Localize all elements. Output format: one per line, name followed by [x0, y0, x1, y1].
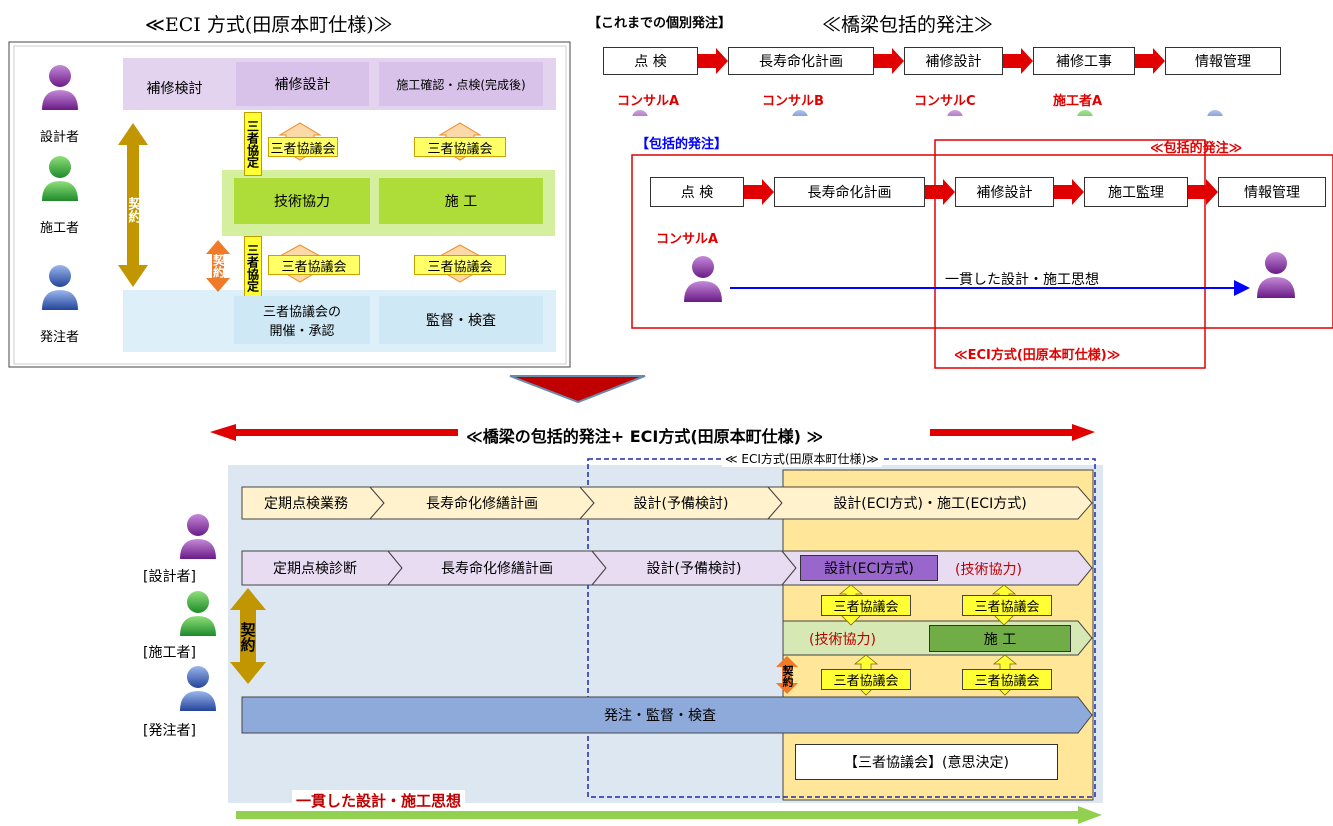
b-role-designer: [設計者] [143, 569, 196, 585]
b-row1-2: 設計(予備検討) [633, 496, 729, 512]
tl-row1-1: 補修設計 [236, 62, 369, 106]
b-banner: ≪橋梁の包括的発注+ ECI方式(田原本町仕様) ≫ [466, 427, 824, 446]
tr-title: ≪橋梁包括的発注≫ [822, 14, 994, 36]
tr-new-actor: コンサルA [656, 232, 719, 247]
tr-actor-3: 施工者A [1053, 94, 1103, 109]
tl-row1-2: 施工確認・点検(完成後) [379, 62, 543, 106]
tr-prev-2: 補修設計 [904, 47, 1003, 75]
client-icon-b [180, 666, 216, 711]
tr-label-new-right: ≪包括的発注≫ [1150, 141, 1243, 156]
b-row2-0: 定期点検診断 [273, 561, 357, 577]
b-tech-red-2: (技術協力) [809, 632, 876, 648]
tr-eci-label: ≪ECI方式(田原本町仕様)≫ [954, 348, 1121, 363]
consult-icon-left [684, 256, 722, 302]
tl-kyotei-1: 三者協定 [244, 112, 262, 176]
tr-consistent: 一貫した設計・施工思想 [945, 272, 1099, 288]
b-contract: 契約 [238, 622, 257, 652]
tl-kantoku: 監督・検査 [379, 296, 543, 344]
tl-role-contractor: 施工者 [40, 221, 80, 236]
tl-kyogikai-2: 三者協議会 [414, 137, 506, 157]
tl-kyotei-2: 三者協定 [244, 236, 262, 300]
b-row2-2: 設計(予備検討) [646, 561, 742, 577]
tr-prev-3: 補修工事 [1033, 47, 1135, 75]
b-row1-1: 長寿命化修繕計画 [426, 496, 538, 512]
tr-prev-1: 長寿命化計画 [728, 47, 874, 75]
tr-new-2: 補修設計 [955, 177, 1054, 207]
client-icon-tl [42, 265, 78, 310]
b-sekou: 施 工 [929, 625, 1071, 652]
tl-contract: 契約 [125, 197, 141, 223]
b-role-contractor: [施工者] [143, 645, 196, 661]
b-order: 発注・監督・検査 [604, 708, 716, 724]
tl-kyogikai-4: 三者協議会 [414, 255, 506, 275]
tl-kyogikai-1: 三者協議会 [268, 137, 338, 157]
tr-actor-2: コンサルC [914, 94, 976, 109]
contract-arrow [118, 123, 148, 287]
b-consistent: 一貫した設計・施工思想 [292, 790, 466, 811]
tl-role-designer: 設計者 [40, 130, 80, 145]
tl-sekou: 施 工 [379, 178, 543, 224]
b-eci-dashed: ≪ ECI方式(田原本町仕様)≫ [722, 450, 882, 467]
b-kyogikai-1: 三者協議会 [821, 595, 911, 616]
b-kyogikai-4: 三者協議会 [962, 669, 1052, 690]
contractor-icon-tl [42, 156, 78, 201]
designer-icon-tl [42, 65, 78, 110]
b-tech-red: (技術協力) [955, 562, 1022, 578]
tr-actor-1: コンサルB [762, 94, 824, 109]
tr-new-4: 情報管理 [1218, 177, 1326, 207]
tl-open-approve-line2: 開催・承認 [269, 324, 335, 339]
tl-open-approve: 三者協議会の 開催・承認 [234, 296, 370, 344]
tl-title: ≪ECI 方式(田原本町仕様)≫ [145, 14, 393, 36]
b-kyogikai-3: 三者協議会 [821, 669, 911, 690]
tr-new-1: 長寿命化計画 [774, 177, 925, 207]
consult-icon-right [1257, 252, 1295, 298]
contractor-icon-b [180, 591, 216, 636]
tr-actor-0: コンサルA [617, 94, 680, 109]
designer-icon-b [180, 514, 216, 559]
tl-kyogikai-3: 三者協議会 [268, 255, 360, 275]
tl-role-client: 発注者 [40, 330, 80, 345]
tr-new-0: 点 検 [650, 177, 744, 207]
tr-label-new: 【包括的発注】 [636, 137, 728, 152]
b-role-client: [発注者] [143, 723, 196, 739]
tr-new-3: 施工監理 [1084, 177, 1188, 207]
b-row2-1: 長寿命化修繕計画 [441, 561, 553, 577]
tl-tech: 技術協力 [234, 178, 370, 224]
tr-prev-4: 情報管理 [1165, 47, 1281, 75]
tr-prev-0: 点 検 [603, 47, 698, 75]
b-decision: 【三者協議会】(意思決定) [795, 744, 1058, 780]
tl-row1-0: 補修検討 [146, 81, 203, 97]
tl-contract-2: 契約 [211, 254, 226, 278]
tl-open-approve-line1: 三者協議会の [262, 305, 341, 320]
b-row1-3: 設計(ECI方式)・施工(ECI方式) [833, 496, 1027, 512]
b-contract-small: 契約 [781, 665, 794, 687]
b-eci-design: 設計(ECI方式) [800, 555, 938, 581]
tr-label-prev: 【これまでの個別発注】 [588, 16, 732, 31]
b-row1-0: 定期点検業務 [264, 496, 348, 512]
b-kyogikai-2: 三者協議会 [962, 595, 1052, 616]
